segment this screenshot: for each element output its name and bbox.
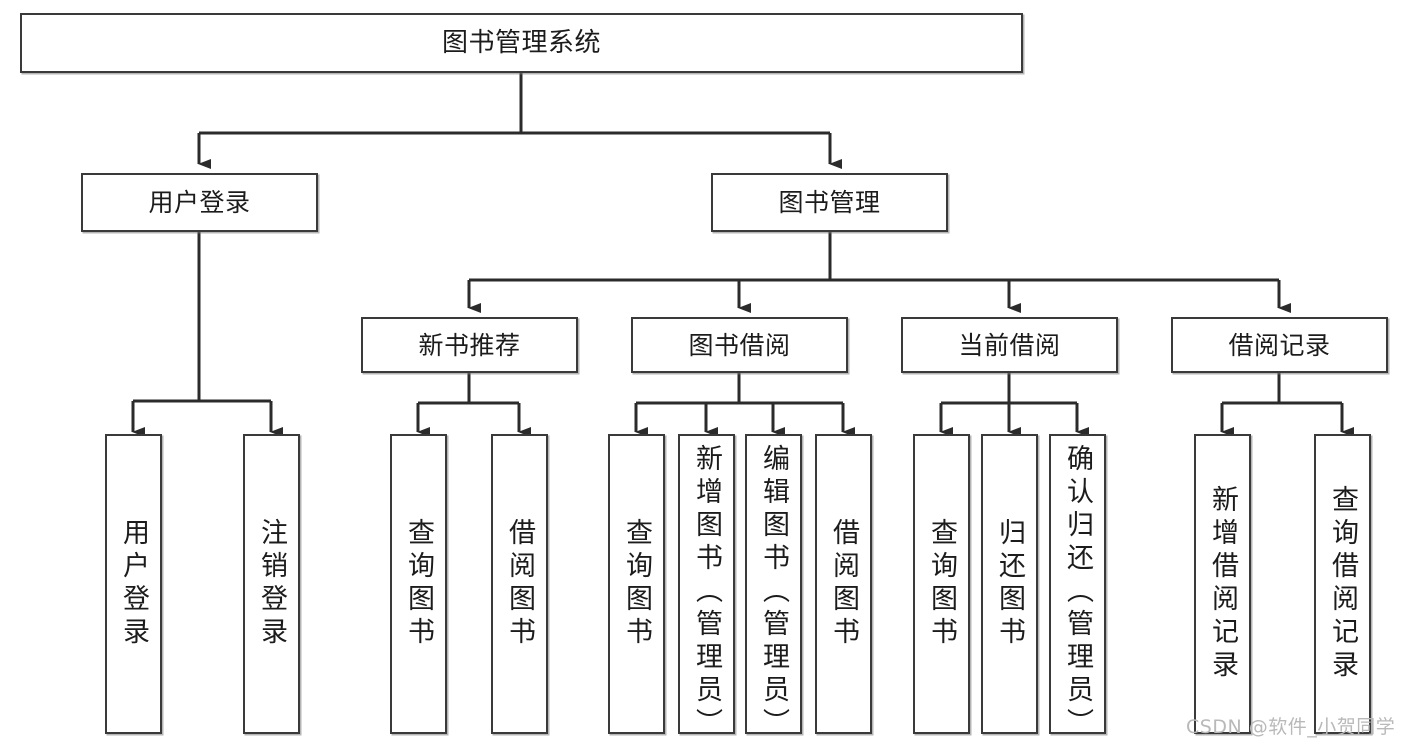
node-label: 图书借阅 <box>688 330 791 360</box>
node-root-book-management-system[interactable]: 图书管理系统 <box>20 13 1023 73</box>
node-label: 借阅记录 <box>1228 330 1331 360</box>
watermark: CSDN @软件_小贺同学 <box>1186 716 1396 738</box>
node-label: 查询借阅记录 <box>1327 485 1358 683</box>
node-label: 归还图书 <box>994 518 1025 650</box>
leaf-query-books-current[interactable]: 查询图书 <box>913 434 970 734</box>
node-current-borrowing[interactable]: 当前借阅 <box>901 317 1118 373</box>
node-user-login[interactable]: 用户登录 <box>81 173 318 232</box>
node-book-management[interactable]: 图书管理 <box>711 173 948 232</box>
node-label: 用户登录 <box>118 518 149 650</box>
node-label: 新增图书（管理员） <box>691 444 722 741</box>
leaf-edit-book-admin[interactable]: 编辑图书（管理员） <box>745 434 802 741</box>
leaf-borrow-books-recommendation[interactable]: 借阅图书 <box>491 434 548 734</box>
leaf-query-books-recommendation[interactable]: 查询图书 <box>390 434 447 734</box>
node-new-book-recommendation[interactable]: 新书推荐 <box>361 317 578 373</box>
leaf-add-book-admin[interactable]: 新增图书（管理员） <box>678 434 735 741</box>
leaf-logout[interactable]: 注销登录 <box>243 434 300 734</box>
leaf-user-login[interactable]: 用户登录 <box>105 434 162 734</box>
node-label: 用户登录 <box>148 188 251 217</box>
leaf-add-borrow-record[interactable]: 新增借阅记录 <box>1194 434 1251 734</box>
leaf-confirm-return-admin[interactable]: 确认归还（管理员） <box>1049 434 1106 741</box>
node-label: 查询图书 <box>403 518 434 650</box>
node-label: 注销登录 <box>256 518 287 650</box>
node-label: 编辑图书（管理员） <box>758 444 789 741</box>
node-label: 新书推荐 <box>418 330 521 360</box>
leaf-borrow-books-borrowing[interactable]: 借阅图书 <box>815 434 872 734</box>
node-label: 查询图书 <box>926 518 957 650</box>
leaf-return-books[interactable]: 归还图书 <box>981 434 1038 734</box>
node-label: 借阅图书 <box>504 518 535 650</box>
node-book-borrowing[interactable]: 图书借阅 <box>631 317 848 373</box>
leaf-query-books-borrowing[interactable]: 查询图书 <box>608 434 665 734</box>
node-label: 新增借阅记录 <box>1207 485 1238 683</box>
node-label: 确认归还（管理员） <box>1062 444 1093 741</box>
node-label: 借阅图书 <box>828 518 859 650</box>
leaf-query-borrow-record[interactable]: 查询借阅记录 <box>1314 434 1371 734</box>
node-label: 当前借阅 <box>958 330 1061 360</box>
node-borrow-records[interactable]: 借阅记录 <box>1171 317 1388 373</box>
node-label: 查询图书 <box>621 518 652 650</box>
node-label: 图书管理 <box>778 188 881 217</box>
node-label: 图书管理系统 <box>441 28 601 58</box>
